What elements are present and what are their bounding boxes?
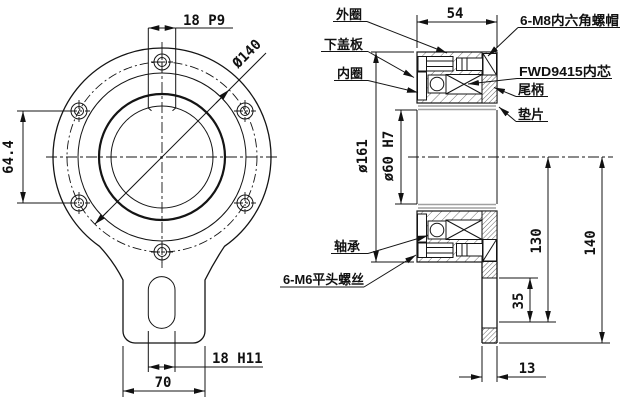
bolt-hole	[68, 192, 90, 214]
flat-head-screw-lower	[417, 242, 454, 258]
dim-bolt-circle-text: Ø140	[229, 37, 265, 73]
section-view: 54 ø161 ø60 H7 130 140	[280, 6, 620, 382]
callout-outer-ring: 外圈	[333, 7, 448, 54]
callout-washer: 垫片	[498, 106, 548, 122]
label-socket-nuts: 6-M8内六角螺帽	[520, 13, 619, 28]
dim-side-hole-span-text: 64.4	[1, 140, 17, 174]
dim-plate-thickness-text: 13	[519, 361, 536, 377]
dim-housing-width-text: 54	[447, 6, 464, 22]
dim-slot-length: 35	[499, 277, 538, 322]
callout-socket-nuts: 6-M8内六角螺帽	[487, 13, 620, 57]
dim-housing-dia-text: ø161	[355, 139, 371, 173]
keyway	[147, 28, 177, 112]
dim-keyway-width-text: 18 P9	[183, 13, 225, 29]
cover-plate-section	[417, 71, 427, 101]
inner-core-section	[445, 74, 483, 95]
cover-plate-section	[417, 213, 427, 243]
bolt-hole	[151, 51, 173, 73]
bolt-hole	[68, 100, 90, 122]
front-view: 18 P9 Ø140 64.4 18 H11	[1, 13, 278, 397]
bolt-holes	[68, 51, 256, 263]
washer-lines	[418, 105, 496, 209]
dim-plate-thickness: 13	[459, 346, 546, 382]
upper-bearing-section	[416, 51, 498, 104]
callout-tail-shank: 尾柄	[493, 82, 548, 97]
label-flat-head-screws: 6-M6平头螺丝	[283, 272, 364, 287]
callout-inner-ring: 内圈	[334, 66, 419, 93]
dim-center-to-end: 140	[499, 156, 610, 344]
bolt-hole	[151, 241, 173, 263]
callout-bearing: 轴承	[331, 235, 429, 254]
dim-bore-dia: ø60 H7	[381, 109, 417, 205]
socket-screw-lower	[456, 239, 497, 262]
inner-bore-circle	[110, 105, 214, 209]
callout-flat-head-screws: 6-M6平头螺丝	[280, 254, 417, 288]
dim-keyway-width: 18 P9	[148, 13, 233, 31]
dim-center-to-slot: 130	[499, 156, 556, 323]
dim-housing-dia: ø161	[355, 51, 414, 263]
label-tail-shank: 尾柄	[518, 82, 544, 97]
bore-circle	[97, 92, 227, 222]
label-washer: 垫片	[518, 107, 544, 122]
tab-slot	[147, 276, 176, 329]
flange-outline	[52, 47, 272, 344]
dim-bore-dia-text: ø60 H7	[381, 131, 397, 182]
dim-tab-width-text: 70	[155, 375, 172, 391]
dim-center-to-end-text: 140	[583, 230, 599, 255]
lower-bearing-section	[416, 210, 498, 263]
flat-head-screw-upper	[417, 56, 454, 72]
label-lower-cover-plate: 下盖板	[324, 37, 364, 52]
tail-plate-section	[481, 262, 498, 344]
dim-center-to-slot-text: 130	[529, 228, 545, 253]
label-outer-ring: 外圈	[335, 7, 362, 22]
label-inner-core: FWD9415内芯	[519, 64, 611, 79]
dim-side-hole-span: 64.4	[1, 110, 70, 204]
bearing-ball	[429, 222, 445, 238]
dim-slot-width: 18 H11	[147, 331, 263, 372]
callout-inner-core: FWD9415内芯	[467, 64, 612, 86]
label-inner-ring: 内圈	[337, 66, 363, 81]
dim-housing-width: 54	[416, 6, 498, 48]
dim-slot-length-text: 35	[511, 293, 527, 310]
callouts: 外圈 下盖板 内圈 6-M8内六角螺帽 FWD9415内芯	[280, 7, 620, 288]
bolt-hole	[234, 100, 256, 122]
socket-screw-upper	[456, 53, 497, 76]
callout-lower-cover-plate: 下盖板	[321, 37, 415, 78]
inner-core-section	[445, 219, 483, 240]
bolt-circle	[66, 61, 258, 253]
label-bearing: 轴承	[334, 239, 360, 254]
dim-tab-width: 70	[122, 346, 206, 397]
dim-slot-width-text: 18 H11	[212, 351, 263, 367]
bearing-ball	[429, 76, 445, 92]
bolt-hole	[234, 192, 256, 214]
